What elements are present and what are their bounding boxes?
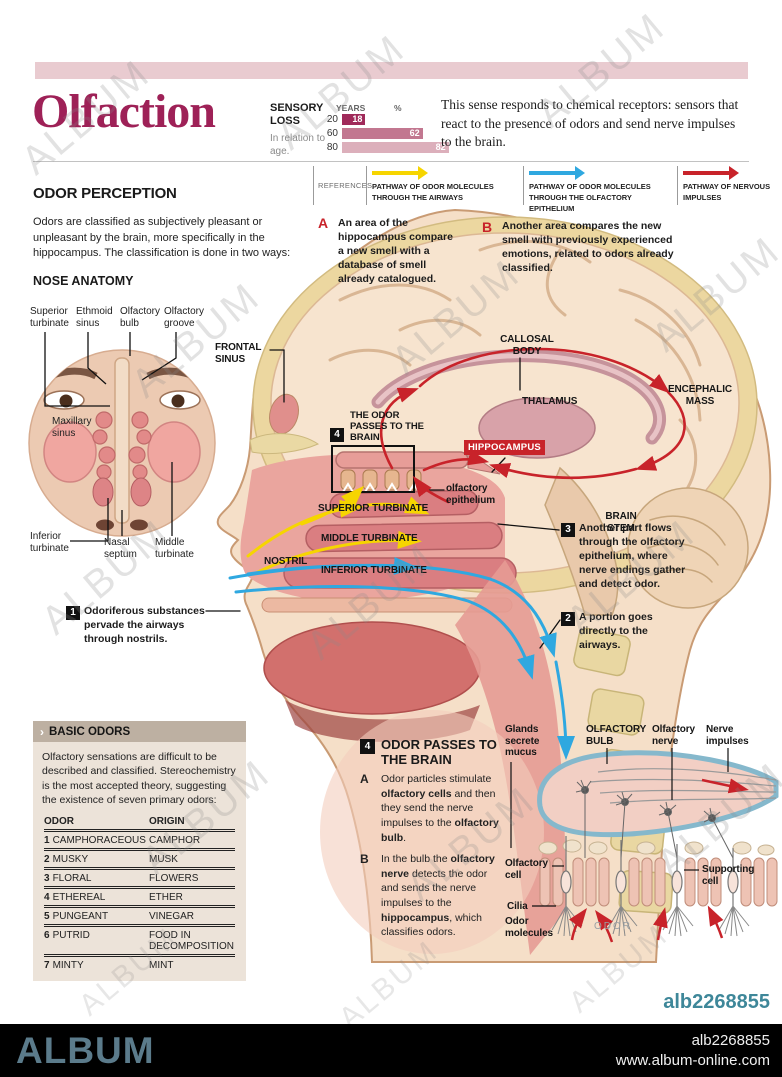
legend-divider — [366, 166, 367, 205]
label-supporting-cell: Supporting cell — [702, 864, 755, 887]
note-b-letter: B — [482, 219, 493, 235]
step-3-marker: 3 — [561, 523, 575, 537]
red-arrow-icon — [683, 166, 739, 180]
basic-odors-panel: › BASIC ODORS Olfactory sensations are d… — [33, 721, 246, 981]
label-cilia: Cilia — [507, 901, 528, 912]
legend-item-airways: PATHWAY OF ODOR MOLECULES THROUGH THE AI… — [372, 182, 494, 202]
col-odor: ODOR — [44, 813, 149, 832]
label-thalamus: THALAMUS — [522, 396, 578, 407]
label-middle-turbinate: Middle turbinate — [155, 537, 194, 560]
legend-divider — [677, 166, 678, 205]
legend-item-impulses: PATHWAY OF NERVOUS IMPULSES — [683, 182, 771, 202]
label-olfactory-epithelium: olfactory epithelium — [446, 483, 496, 506]
focus-box-4 — [331, 445, 415, 493]
section-4-heading: ODOR PASSES TO THE BRAIN — [381, 737, 497, 768]
sensory-col-years: YEARS — [336, 103, 366, 113]
legend-divider — [313, 166, 314, 205]
label-olfactory-bulb-micro: OLFACTORY BULB — [586, 724, 647, 747]
odor-perception-body: Odors are classified as subjectively ple… — [33, 216, 291, 260]
step-4-marker: 4 — [330, 428, 344, 442]
sensory-bar: 62 — [342, 128, 423, 139]
footer-bar: ALBUM alb2268855 www.album-online.com — [0, 1024, 782, 1077]
section-4a-letter: A — [360, 772, 369, 786]
sensory-col-pct: % — [394, 103, 402, 113]
label-nostril: NOSTRIL — [264, 556, 308, 567]
label-odor-passes: THE ODOR PASSES TO THE BRAIN — [350, 410, 424, 443]
label-inferior-turbinate-head: INFERIOR TURBINATE — [321, 565, 427, 576]
sensory-year: 60 — [326, 128, 338, 139]
step-3-text: Another part flows through the olfactory… — [579, 522, 686, 590]
legend-item-epithelium: PATHWAY OF ODOR MOLECULES THROUGH THE OL… — [529, 182, 651, 213]
section-4a-text: Odor particles stimulate olfactory cells… — [381, 773, 499, 844]
label-olfactory-bulb: Olfactory bulb — [120, 306, 161, 329]
label-superior-turbinate-head: SUPERIOR TURBINATE — [318, 503, 429, 514]
top-accent-band — [35, 62, 748, 79]
sensory-bar: 18 — [342, 114, 366, 125]
sensory-loss-label: SENSORY LOSS — [270, 102, 324, 128]
step-2-text: A portion goes directly to the airways. — [579, 611, 653, 651]
blue-arrow-icon — [529, 166, 585, 180]
label-superior-turbinate: Superior turbinate — [30, 306, 69, 329]
label-middle-turbinate-head: MIDDLE TURBINATE — [321, 533, 418, 544]
legend-divider — [523, 166, 524, 205]
step-1-text: Odoriferous substances pervade the airwa… — [84, 605, 205, 645]
page-title: Olfaction — [32, 85, 216, 138]
sensory-bar: 82 — [342, 142, 449, 153]
label-frontal-sinus: FRONTAL SINUS — [215, 342, 262, 365]
section-4-marker: 4 — [360, 739, 375, 754]
label-encephalic-mass: ENCEPHALIC MASS — [667, 384, 732, 407]
sensory-loss-sublabel: In relation to age. — [270, 133, 326, 157]
label-odor-molecules: Odor molecules — [505, 916, 554, 939]
references-label: REFERENCES — [318, 181, 373, 190]
label-callosal-body: CALLOSAL BODY — [500, 334, 554, 357]
label-brain-stem: BRAIN STEM — [605, 511, 637, 534]
head-cross-section — [205, 208, 772, 963]
yellow-arrow-icon — [372, 166, 428, 180]
label-hippocampus: HIPPOCAMPUS — [464, 440, 545, 455]
footer-image-code: alb2268855 — [691, 1032, 770, 1049]
header-rule — [33, 161, 749, 162]
basic-odors-header: › BASIC ODORS — [33, 721, 246, 742]
odor-perception-heading: ODOR PERCEPTION — [33, 185, 177, 202]
label-inferior-turbinate: Inferior turbinate — [30, 531, 69, 554]
step-2-marker: 2 — [561, 612, 575, 626]
note-b-text: Another area compares the new smell with… — [502, 220, 674, 274]
label-nasal-septum: Nasal septum — [104, 537, 137, 560]
step-1-marker: 1 — [66, 606, 80, 620]
col-origin: ORIGIN — [149, 813, 235, 832]
chevron-icon: › — [40, 724, 44, 739]
basic-odors-title: BASIC ODORS — [49, 725, 131, 738]
note-a-letter: A — [318, 215, 329, 231]
label-olfactory-cell: Olfactory cell — [505, 858, 549, 881]
section-4b-letter: B — [360, 852, 369, 866]
label-ethmoid-sinus: Ethmoid sinus — [76, 306, 113, 329]
footer-url[interactable]: www.album-online.com — [615, 1052, 770, 1070]
label-olfactory-nerve: Olfactory nerve — [652, 724, 696, 747]
label-olfactory-groove: Olfactory groove — [164, 306, 205, 329]
label-nerve-impulses: Nerve impulses — [706, 724, 749, 747]
label-odor-watermarkish: ODOR — [594, 921, 632, 932]
section-4b-text: In the bulb the olfactory nerve detects … — [381, 853, 495, 939]
nose-anatomy-circle — [28, 332, 216, 542]
sensory-year: 20 — [326, 114, 338, 125]
album-logo: ALBUM — [16, 1030, 155, 1071]
epithelium-diagram — [510, 748, 779, 943]
intro-text: This sense responds to chemical receptor… — [441, 97, 739, 150]
label-maxillary-sinus: Maxillary sinus — [52, 416, 92, 439]
image-code-teal: alb2268855 — [663, 991, 770, 1013]
nose-anatomy-heading: NOSE ANATOMY — [33, 274, 134, 288]
note-a-text: An area of the hippocampus compare a new… — [338, 217, 453, 285]
sensory-year: 80 — [326, 142, 338, 153]
basic-odors-body: Olfactory sensations are difficult to be… — [42, 751, 236, 807]
label-glands-mucus: Glands secrete mucus — [505, 724, 540, 758]
